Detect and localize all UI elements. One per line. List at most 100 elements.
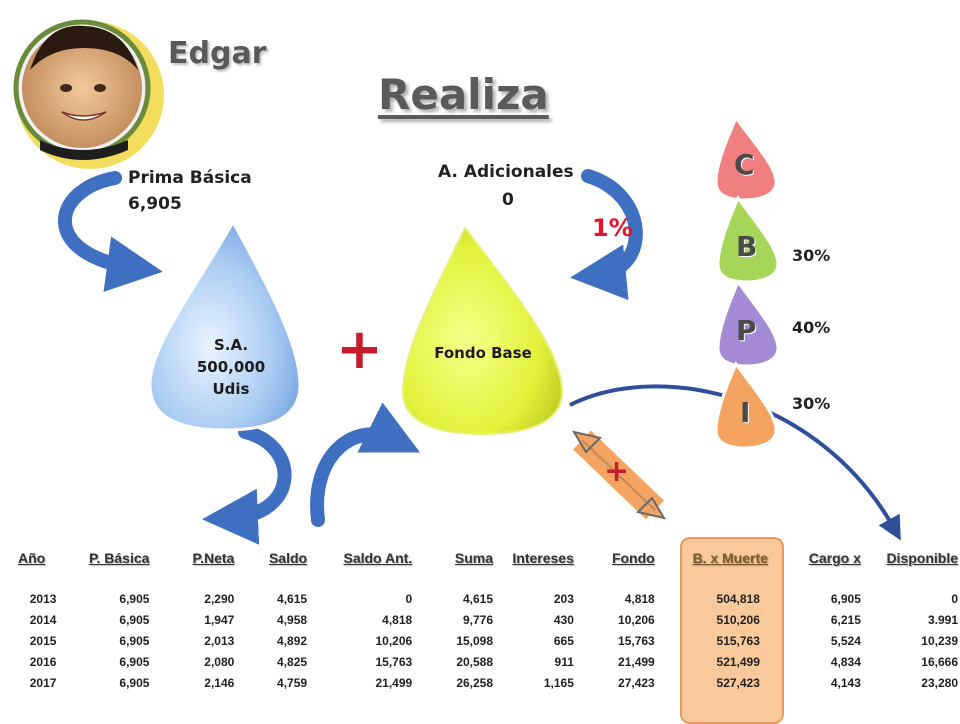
table-cell: 6,905 xyxy=(830,591,861,606)
drop-i xyxy=(714,361,778,450)
table-cell: 4,825 xyxy=(277,654,308,669)
arrow-prima-to-sa xyxy=(58,171,163,292)
drop-c xyxy=(714,115,778,202)
table-cell: 23,280 xyxy=(921,675,958,690)
table-cell: 6,905 xyxy=(119,675,150,690)
table-cell: 15,763 xyxy=(375,654,413,669)
sa-line-3: Udis xyxy=(212,380,250,398)
table-cell: 2,080 xyxy=(204,654,235,669)
col-header: P.Neta xyxy=(192,550,235,566)
col-header: Intereses xyxy=(512,550,574,566)
table-cell: 26,258 xyxy=(456,675,494,690)
col-header-highlight: B. x Muerte xyxy=(692,550,768,566)
drop-p xyxy=(716,279,780,368)
table-cell: 911 xyxy=(554,654,574,669)
table-cell: 0 xyxy=(405,591,413,606)
avatar xyxy=(13,19,164,169)
table-cell: 4,615 xyxy=(277,591,308,606)
table-cell: 2014 xyxy=(29,612,57,627)
table-row: 2016 6,905 2,080 4,825 15,763 20,588 911 21,499… xyxy=(16,651,960,672)
table-cell: 21,499 xyxy=(375,675,413,690)
table-cell: 2017 xyxy=(29,675,57,690)
table-cell: 16,666 xyxy=(921,654,958,669)
drop-p-letter: P xyxy=(736,314,757,347)
table-cell: 6,215 xyxy=(830,612,861,627)
table-cell: 15,098 xyxy=(456,633,494,648)
arrow-table-to-fondo xyxy=(310,402,421,527)
adicionales-label: A. Adicionales xyxy=(438,162,574,182)
fondo-base-drop xyxy=(401,226,564,436)
fondo-base-label: Fondo Base xyxy=(434,344,532,362)
table-cell: 10,239 xyxy=(921,633,958,648)
table-cell: 510,206 xyxy=(716,612,760,627)
arrow-adicionales-to-fondo xyxy=(570,169,643,301)
col-header: Año xyxy=(18,550,46,566)
table-cell: 21,499 xyxy=(618,654,655,669)
table-cell: 665 xyxy=(553,633,574,648)
col-header: Suma xyxy=(454,550,494,566)
col-header: Saldo Ant. xyxy=(343,550,413,566)
pct-b: 30% xyxy=(792,246,831,265)
table-row: 2013 6,905 2,290 4,615 0 4,615 203 4,818 504,818… xyxy=(16,588,960,609)
person-name: Edgar xyxy=(168,36,267,71)
plus-sign-large: + xyxy=(336,317,383,382)
table-cell: 2013 xyxy=(29,591,57,606)
drop-b xyxy=(716,195,780,284)
table-cell: 6,905 xyxy=(119,612,150,627)
drop-c-letter: C xyxy=(734,148,755,181)
table-cell: 4,759 xyxy=(277,675,308,690)
table-cell: 0 xyxy=(951,591,958,606)
table-row: 2014 6,905 1,947 4,958 4,818 9,776 430 10,206 51… xyxy=(16,609,960,630)
death-benefit-highlight xyxy=(680,537,784,724)
table-cell: 2,013 xyxy=(204,633,235,648)
col-header: Saldo xyxy=(268,550,308,566)
arrow-sa-to-table xyxy=(202,425,292,545)
table-cell: 2016 xyxy=(29,654,57,669)
col-header: Disponible xyxy=(886,550,958,566)
prima-basica-label: Prima Básica xyxy=(128,168,252,188)
table-cell: 4,615 xyxy=(463,591,494,606)
sa-line-1: S.A. xyxy=(213,336,249,354)
table-cell: 2,290 xyxy=(204,591,235,606)
table-cell: 20,588 xyxy=(456,654,494,669)
table-cell: 4,834 xyxy=(830,654,861,669)
page-title: Realiza xyxy=(378,70,549,119)
table-cell: 9,776 xyxy=(463,612,494,627)
rate-label: 1% xyxy=(592,214,633,242)
table-header-row: Año P. Básica P.Neta Saldo Saldo Ant. Su… xyxy=(16,546,960,588)
table-cell: 4,818 xyxy=(382,612,413,627)
table-cell: 1,947 xyxy=(204,612,235,627)
table-cell: 430 xyxy=(553,612,574,627)
plus-sign-small: + xyxy=(604,454,630,489)
col-header: Fondo xyxy=(611,550,655,566)
table-cell: 2015 xyxy=(29,633,57,648)
table-cell: 10,206 xyxy=(375,633,413,648)
table-cell: 4,818 xyxy=(624,591,655,606)
drop-i-letter: I xyxy=(740,396,751,429)
table-cell: 527,423 xyxy=(716,675,760,690)
table-cell: 27,423 xyxy=(618,675,655,690)
projection-table: Año P. Básica P.Neta Saldo Saldo Ant. Su… xyxy=(16,546,960,693)
pct-p: 40% xyxy=(792,318,831,337)
table-cell: 6,905 xyxy=(119,591,150,606)
table-cell: 504,818 xyxy=(716,591,760,606)
table-cell: 6,905 xyxy=(119,654,150,669)
col-header: Cargo x xyxy=(808,550,861,566)
sa-line-2: 500,000 xyxy=(196,358,266,376)
table-cell: 10,206 xyxy=(618,612,655,627)
table-cell: 2,146 xyxy=(204,675,235,690)
table-cell: 4,143 xyxy=(830,675,861,690)
table-cell: 515,763 xyxy=(716,633,760,648)
table-cell: 521,499 xyxy=(716,654,760,669)
adicionales-value: 0 xyxy=(502,190,514,210)
table-cell: 15,763 xyxy=(618,633,655,648)
plus-double-arrow xyxy=(571,430,667,520)
table-cell: 1,165 xyxy=(543,675,574,690)
prima-basica-value: 6,905 xyxy=(128,194,182,214)
table-cell: 4,892 xyxy=(277,633,308,648)
table-cell: 203 xyxy=(553,591,574,606)
table-cell: 5,524 xyxy=(830,633,861,648)
table-cell: 4,958 xyxy=(277,612,308,627)
